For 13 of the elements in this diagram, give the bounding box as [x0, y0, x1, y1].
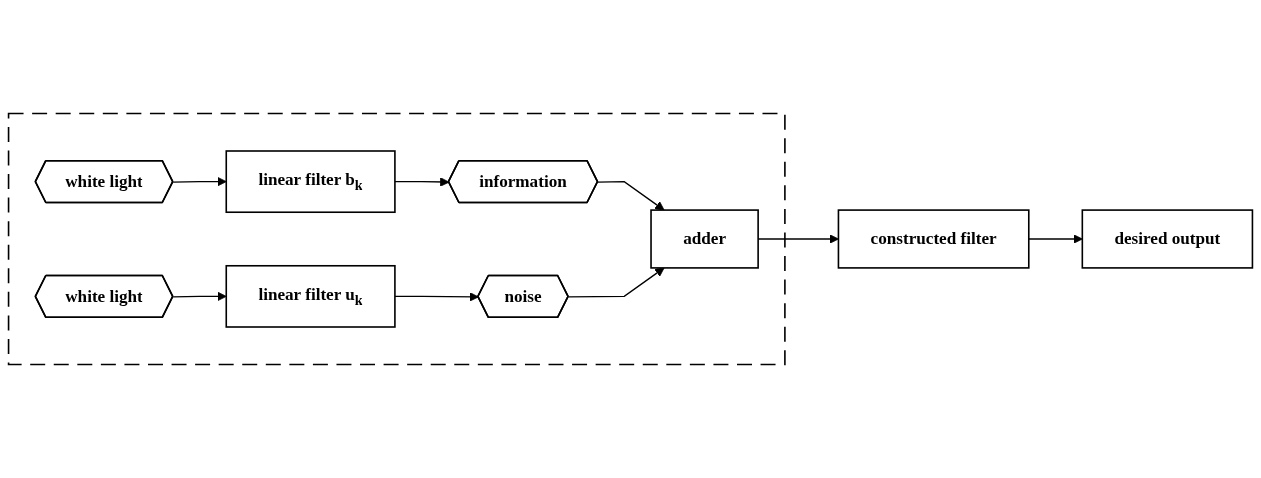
node-box: adder: [650, 209, 759, 269]
arrow: [172, 291, 227, 302]
arrow: [597, 180, 665, 211]
node-box: linear filter b$_{k}$: [225, 150, 396, 214]
arrow: [172, 176, 227, 187]
cluster: [7, 112, 786, 366]
node-box: linear filter u$_{k}$: [225, 264, 396, 328]
arrow: [394, 292, 479, 302]
node-box: constructed filter: [837, 209, 1030, 269]
arrow: [1028, 234, 1083, 244]
node-box: desired output: [1081, 209, 1254, 269]
arrow: [394, 177, 450, 187]
arrow: [567, 267, 665, 298]
